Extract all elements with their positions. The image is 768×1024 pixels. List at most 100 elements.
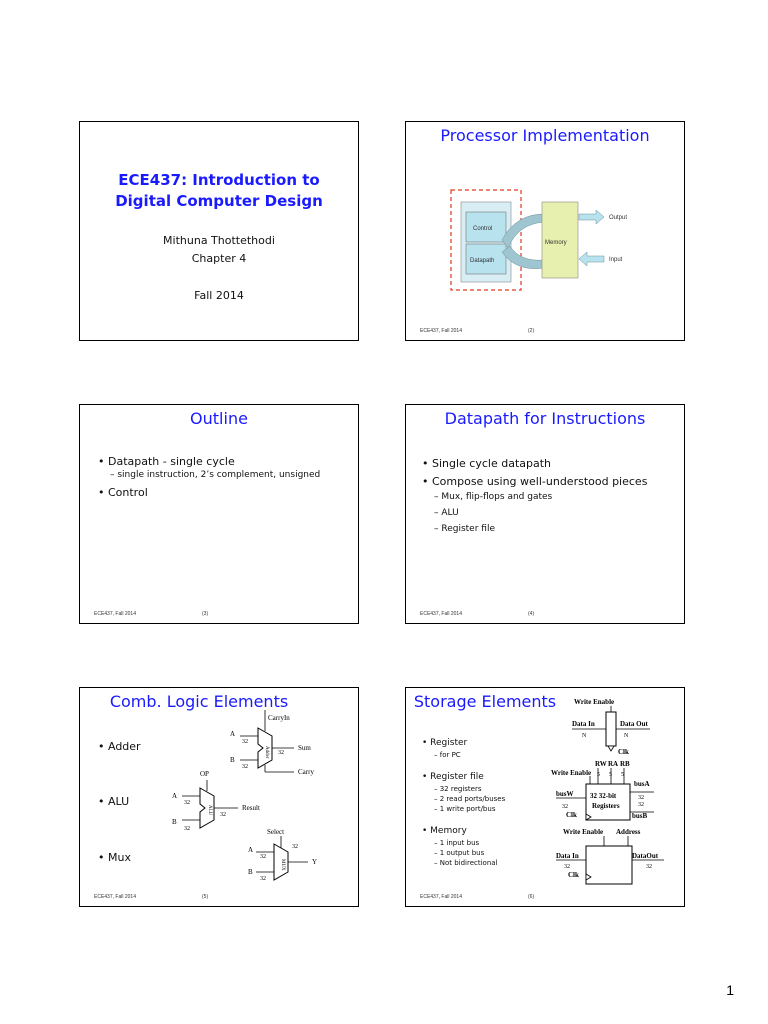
- slide-footer: ECE437, Fall 2014: [94, 611, 136, 617]
- rf-busb-width: 32: [638, 802, 644, 808]
- slide-footer: ECE437, Fall 2014: [94, 894, 136, 900]
- course-title-line1: ECE437: Introduction to: [118, 171, 320, 189]
- control-box: [465, 211, 507, 243]
- storage-diagrams: Write Enable Data In Data Out N N Clk RW…: [551, 698, 664, 885]
- adder-a-width: 32: [242, 739, 248, 745]
- bullet-register: • Register: [422, 738, 468, 748]
- reg-n-in-label: N: [582, 733, 587, 739]
- slide-storage-elements: Storage Elements • Register – for PC • R…: [405, 687, 685, 907]
- alu-a-width: 32: [184, 800, 190, 806]
- term-label: Fall 2014: [194, 289, 244, 302]
- sub-bullet-not-bidirectional: – Not bidirectional: [434, 859, 498, 867]
- memory-box: [541, 201, 579, 279]
- slide-datapath-instructions: Datapath for Instructions • Single cycle…: [405, 404, 685, 624]
- course-title: ECE437: Introduction to Digital Computer…: [80, 170, 358, 212]
- datapath-label: Datapath: [470, 258, 494, 264]
- control-label: Control: [473, 226, 492, 232]
- rf-rw-label: RW: [595, 760, 607, 768]
- bullet-datapath: • Datapath - single cycle: [98, 455, 235, 468]
- bullet-compose: • Compose using well-understood pieces: [422, 475, 648, 488]
- sub-bullet-write-port: – 1 write port/bus: [434, 805, 496, 813]
- register-symbol: Write Enable Data In Data Out N N Clk: [572, 698, 650, 756]
- select-label: Select: [267, 828, 284, 836]
- rf-busa-width: 32: [638, 795, 644, 801]
- mux-a-width: 32: [260, 854, 266, 860]
- processor-boundary: [450, 189, 522, 291]
- alu-symbol: OP A 32 B 32 32 Result ALU: [172, 770, 260, 832]
- mem-data-in-label: Data In: [556, 852, 579, 860]
- adder-a-label: A: [230, 730, 235, 738]
- rf-busa-label: busA: [634, 780, 650, 788]
- adder-text: Adder: [264, 746, 269, 759]
- bullet-mux: • Mux: [98, 851, 131, 864]
- input-label: Input: [609, 257, 623, 263]
- rf-ra-width: 5: [609, 772, 612, 778]
- mem-write-enable-label: Write Enable: [563, 828, 603, 836]
- slide-title: Comb. Logic Elements: [109, 692, 289, 711]
- author-name: Mithuna Thottethodi: [163, 234, 275, 247]
- output-label: Output: [609, 215, 627, 221]
- memory-label: Memory: [545, 240, 567, 246]
- mux-a-label: A: [248, 846, 253, 854]
- slide-title: Datapath for Instructions: [444, 409, 646, 428]
- chapter-label: Chapter 4: [191, 252, 247, 265]
- rf-busb-label: busB: [632, 812, 648, 820]
- carryin-label: CarryIn: [268, 714, 290, 722]
- mux-b-width: 32: [260, 876, 266, 882]
- adder-b-width: 32: [242, 764, 248, 770]
- rf-ra-label: RA: [608, 760, 618, 768]
- reg-write-enable-label: Write Enable: [574, 698, 614, 706]
- sub-bullet-register-file: – Register file: [434, 524, 495, 534]
- rf-regs-line1: 32 32-bit: [590, 792, 617, 800]
- y-label: Y: [312, 858, 317, 866]
- adder-b-label: B: [230, 756, 235, 764]
- alu-b-width: 32: [184, 826, 190, 832]
- reg-n-out-label: N: [624, 733, 629, 739]
- bullet-control: • Control: [98, 486, 148, 499]
- bullet-adder: • Adder: [98, 740, 141, 753]
- sub-bullet-32-registers: – 32 registers: [434, 785, 482, 793]
- sub-bullet-for-pc: – for PC: [434, 751, 461, 759]
- slide-number: (5): [202, 894, 209, 900]
- sum-width: 32: [278, 750, 284, 756]
- slide-number: (4): [528, 611, 535, 617]
- sub-bullet-read-ports: – 2 read ports/buses: [434, 795, 506, 803]
- rf-regs-line2: Registers: [592, 802, 620, 810]
- carry-label: Carry: [298, 768, 314, 776]
- reg-data-out-label: Data Out: [620, 720, 648, 728]
- sub-bullet-input-bus: – 1 input bus: [434, 839, 480, 847]
- processor-diagram: Control Datapath Memory Output Input: [450, 189, 627, 291]
- bullet-memory: • Memory: [422, 826, 467, 836]
- slide-outline: Outline • Datapath - single cycle – sing…: [79, 404, 359, 624]
- sub-bullet-output-bus: – 1 output bus: [434, 849, 485, 857]
- slide-title: Outline: [190, 409, 248, 428]
- reg-clk-label: Clk: [618, 748, 629, 756]
- slide-title: Storage Elements: [413, 692, 557, 711]
- slide-footer: ECE437, Fall 2014: [420, 894, 462, 900]
- course-title-line2: Digital Computer Design: [115, 192, 323, 210]
- rf-busw-width: 32: [562, 804, 568, 810]
- mem-data-in-width: 32: [564, 864, 570, 870]
- rf-rb-width: 5: [621, 772, 624, 778]
- comb-logic-diagrams: CarryIn A 32 B 32 32 Sum Carry Adder OP …: [172, 710, 317, 882]
- sub-bullet-single-instruction: – single instruction, 2’s complement, un…: [110, 470, 321, 480]
- result-label: Result: [242, 804, 260, 812]
- mem-clk-label: Clk: [568, 871, 579, 879]
- slide-title: Processor Implementation: [440, 126, 650, 145]
- y-width: 32: [292, 844, 298, 850]
- slide-processor-implementation: Processor Implementation Control Datapat…: [405, 121, 685, 341]
- result-width: 32: [220, 812, 226, 818]
- mux-b-label: B: [248, 868, 253, 876]
- rf-rw-width: 5: [597, 772, 600, 778]
- slide-footer: ECE437, Fall 2014: [420, 611, 462, 617]
- bullet-register-file: • Register file: [422, 772, 484, 782]
- register-file-symbol: RW RA RB Write Enable 5 5 5 32 32-bit Re…: [551, 760, 654, 821]
- mem-data-out-width: 32: [646, 864, 652, 870]
- rf-busw-label: busW: [556, 790, 574, 798]
- slide-number: (6): [528, 894, 535, 900]
- bullet-alu: • ALU: [98, 795, 130, 808]
- reg-data-in-label: Data In: [572, 720, 595, 728]
- slide-number: (2): [528, 328, 535, 334]
- rf-write-enable-label: Write Enable: [551, 769, 591, 777]
- sum-label: Sum: [298, 744, 311, 752]
